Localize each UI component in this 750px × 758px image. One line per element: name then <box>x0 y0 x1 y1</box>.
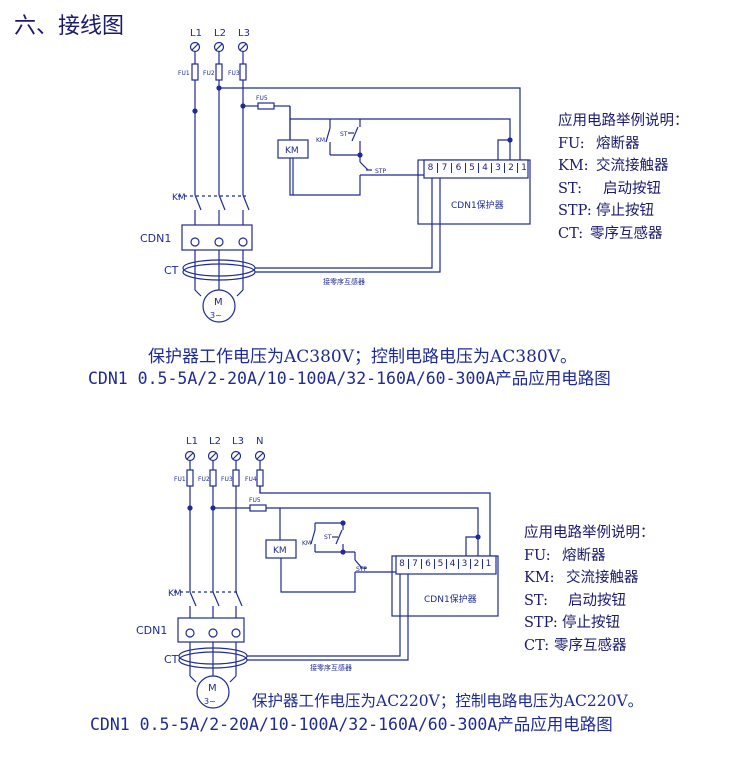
phase-label-l1: L1 <box>190 28 202 39</box>
page-title: 六、接线图 <box>14 14 125 39</box>
terminal-4: 4 <box>479 163 492 173</box>
terminal-8: 8 <box>396 559 409 569</box>
control-fuse-label: FU5 <box>249 497 261 504</box>
legend-key-st: ST: <box>524 592 548 609</box>
fuses <box>186 469 264 487</box>
legend-380v: 应用电路举例说明： FU: 熔断器 KM: 交流接触器 ST: 启动按钮 STP:停止… <box>558 110 689 245</box>
st-label: ST <box>324 534 332 541</box>
fuse-label-fu3: FU3 <box>228 70 240 77</box>
caption-voltage-380v: 保护器工作电压为AC380V；控制电路电压为AC380V。 <box>148 347 578 367</box>
phase-label-l2: L2 <box>209 436 221 447</box>
legend-value-fu: 熔断器 <box>596 135 640 152</box>
legend-key-stp: STP: <box>524 615 558 631</box>
supply-terminals <box>184 450 266 462</box>
caption-models-220v: CDN1 0.5-5A/2-20A/10-100A/32-160A/60-300… <box>90 715 613 734</box>
terminal-5: 5 <box>435 559 447 569</box>
caption-models-380v: CDN1 0.5-5A/2-20A/10-100A/32-160A/60-300… <box>88 369 611 388</box>
km-coil-label: KM <box>273 546 287 556</box>
terminal-1: 1 <box>521 163 527 173</box>
terminal-8: 8 <box>424 163 438 173</box>
phase-label-l3: L3 <box>238 28 250 39</box>
legend-value-st: 启动按钮 <box>568 592 626 609</box>
phase-label-l3: L3 <box>232 436 244 447</box>
legend-key-ct: CT: <box>558 225 584 242</box>
legend-key-fu: FU: <box>524 547 551 564</box>
ct-label: CT <box>164 653 179 666</box>
terminal-7: 7 <box>438 163 452 173</box>
km-aux-label: KM <box>302 540 311 547</box>
terminal-2: 2 <box>471 559 483 569</box>
legend-value-stp: 停止按钮 <box>562 615 620 631</box>
protector-label: CDN1保护器 <box>424 593 477 605</box>
fuse-label-fu2: FU2 <box>203 70 215 77</box>
motor-m: M <box>208 683 217 694</box>
legend-title: 应用电路举例说明： <box>524 525 655 541</box>
terminal-5: 5 <box>466 163 479 173</box>
legend-key-km: KM: <box>558 158 589 174</box>
legend-key-stp: STP: <box>558 203 592 219</box>
terminal-3: 3 <box>459 559 471 569</box>
legend-value-st: 启动按钮 <box>603 180 661 197</box>
phase-label-n: N <box>256 436 263 447</box>
km-main-label: KM <box>168 589 182 599</box>
legend-key-km: KM: <box>524 570 555 586</box>
legend-key-st: ST: <box>558 180 582 197</box>
legend-title: 应用电路举例说明： <box>558 113 689 129</box>
cdn1-label: CDN1 <box>140 232 171 245</box>
km-main-label: KM <box>172 193 186 203</box>
protector-label: CDN1保护器 <box>451 199 504 211</box>
phase-label-l2: L2 <box>214 28 226 39</box>
ct-wire-label: 接零序互感器 <box>310 663 352 672</box>
ct-label: CT <box>164 264 179 277</box>
terminal-6: 6 <box>422 559 435 569</box>
motor-m: M <box>214 297 223 308</box>
terminal-3: 3 <box>492 163 505 173</box>
terminal-6: 6 <box>452 163 466 173</box>
ct-wire-label: 接零序互感器 <box>323 277 365 286</box>
legend-value-ct: 零序互感器 <box>554 637 627 654</box>
fuses <box>191 63 247 81</box>
km-coil-label: KM <box>285 146 299 156</box>
fuse-label-fu1: FU1 <box>174 476 186 483</box>
legend-value-fu: 熔断器 <box>562 547 606 564</box>
fuse-label-fu3: FU3 <box>221 476 233 483</box>
terminal-7: 7 <box>409 559 422 569</box>
terminal-strip-220: 8 7 6 5 4 3 2 1 <box>396 559 494 569</box>
legend-key-ct: CT: <box>524 637 550 654</box>
legend-value-km: 交流接触器 <box>566 570 639 586</box>
legend-value-stp: 停止按钮 <box>596 203 654 219</box>
motor-phase: 3~ <box>210 311 222 320</box>
stp-label: STP <box>375 168 386 175</box>
st-label: ST <box>340 131 348 138</box>
phase-label-l1: L1 <box>186 436 198 447</box>
caption-voltage-220v: 保护器工作电压为AC220V；控制电路电压为AC220V。 <box>252 692 644 710</box>
legend-value-km: 交流接触器 <box>596 158 669 174</box>
fuse-label-fu2: FU2 <box>198 476 210 483</box>
legend-value-ct: 零序互感器 <box>590 225 663 242</box>
terminal-4: 4 <box>447 559 459 569</box>
terminal-2: 2 <box>505 163 518 173</box>
km-aux-label: KM <box>316 137 325 144</box>
stp-label: STP <box>356 566 367 573</box>
fuse-label-fu1: FU1 <box>178 70 190 77</box>
terminal-1: 1 <box>485 559 492 569</box>
control-fuse-label: FU5 <box>256 95 268 102</box>
supply-terminals <box>189 41 249 53</box>
protector-terminals-380 <box>423 159 529 179</box>
terminal-strip-380: 8 7 6 5 4 3 2 1 <box>424 163 530 173</box>
fuse-label-fu4: FU4 <box>245 476 257 483</box>
legend-220v: 应用电路举例说明： FU: 熔断器 KM: 交流接触器 ST: 启动按钮 STP:停止… <box>524 522 655 657</box>
motor-phase: 3~ <box>204 697 216 706</box>
cdn1-label: CDN1 <box>136 624 167 637</box>
legend-key-fu: FU: <box>558 135 585 152</box>
